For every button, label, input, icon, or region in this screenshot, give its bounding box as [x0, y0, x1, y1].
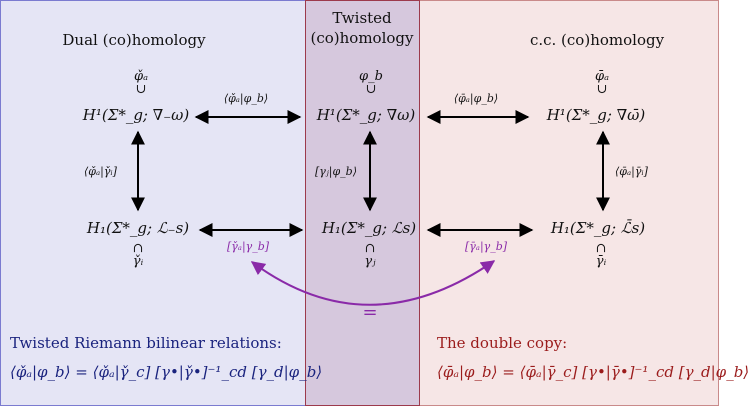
twisted-form-element: φ_b	[359, 69, 383, 84]
heading-twisted-line2: (co)homology	[310, 29, 414, 47]
arrow-layer	[131, 110, 610, 306]
riemann-relations-title: Twisted Riemann bilinear relations:	[10, 334, 282, 352]
dual-homology-node: H₁(Σ*_g; ℒ₋s)	[86, 219, 190, 237]
superset-symbol: ∩	[132, 241, 144, 256]
heading-twisted-line1: Twisted	[332, 9, 392, 27]
subset-symbol: ∪	[135, 82, 147, 97]
pairing-label-twisted-vertical: [γⱼ|φ_b⟩	[315, 165, 358, 178]
double-copy-equation: ⟨φ̄ₐ|φ_b⟩ = ⟨φ̄ₐ|γ̄_c] [γ•|γ̄•]⁻¹_cd [γ_…	[437, 363, 749, 381]
dual-panel	[0, 0, 306, 406]
twisted-homology-node: H₁(Σ*_g; ℒs)	[321, 219, 417, 237]
intersection-label-dual: [γ̌ₐ|γ_b]	[226, 240, 270, 253]
cc-cycle-element: γ̄ᵢ	[595, 254, 607, 269]
pairing-label-dual-vertical: ⟨φ̌ₐ|γ̌ᵢ]	[84, 165, 117, 178]
pairing-label-cc: ⟨φ̄ₐ|φ_b⟩	[453, 92, 499, 105]
cc-homology-node: H₁(Σ*_g; ℒ̄s)	[550, 219, 646, 237]
intersection-label-cc: [γ̄ₐ|γ_b]	[464, 240, 508, 253]
heading-dual: Dual (co)homology	[62, 31, 206, 49]
superset-symbol: ∩	[595, 241, 607, 256]
dual-cohomology-node: H¹(Σ*_g; ∇₋ω)	[82, 106, 190, 124]
pairing-label-dual: ⟨φ̌ₐ|φ_b⟩	[223, 92, 269, 105]
subset-symbol: ∪	[596, 82, 608, 97]
double-copy-title: The double copy:	[437, 334, 568, 352]
subset-symbol: ∪	[365, 82, 377, 97]
riemann-relations-equation: ⟨φ̌ₐ|φ_b⟩ = ⟨φ̌ₐ|γ̌_c] [γ•|γ̌•]⁻¹_cd [γ_…	[10, 363, 323, 381]
pairing-label-cc-vertical: ⟨φ̄ₐ|γ̄ᵢ]	[615, 165, 648, 178]
double-copy-curve	[250, 260, 496, 306]
cc-panel	[420, 0, 719, 406]
superset-symbol: ∩	[364, 241, 376, 256]
twisted-cohomology-node: H¹(Σ*_g; ∇ω)	[316, 106, 416, 124]
equals-sign: =	[362, 302, 378, 323]
dual-form-element: φ̌ₐ	[134, 69, 148, 84]
cc-form-element: φ̄ₐ	[595, 69, 609, 84]
dual-cycle-element: γ̌ᵢ	[132, 254, 144, 269]
cc-cohomology-node: H¹(Σ*_g; ∇ω̄)	[546, 106, 646, 124]
twisted-panel	[305, 0, 420, 406]
heading-cc: c.c. (co)homology	[529, 31, 665, 49]
twisted-cycle-element: γⱼ	[364, 254, 376, 269]
